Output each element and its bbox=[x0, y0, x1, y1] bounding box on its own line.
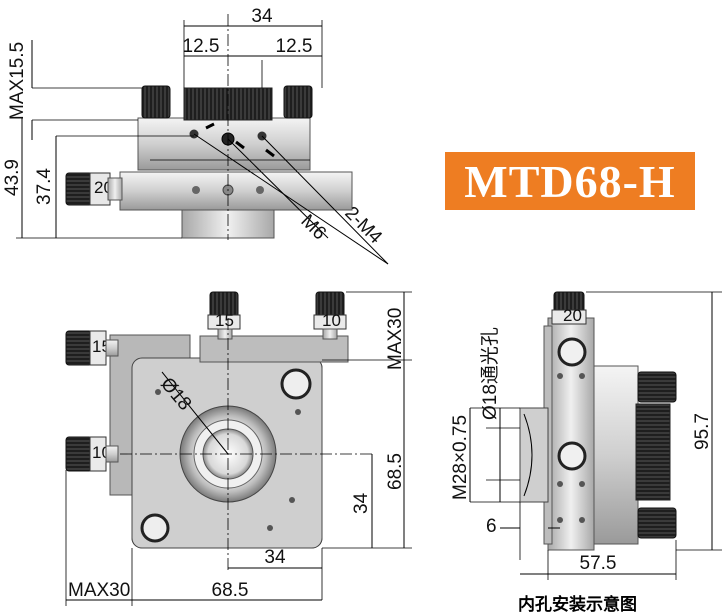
side-through-hole: Ø18通光孔 bbox=[479, 327, 501, 420]
dim-height-center: 34 bbox=[351, 492, 372, 514]
dim-max-top: MAX30 bbox=[385, 308, 406, 370]
product-title: MTD68-H bbox=[464, 155, 676, 207]
dim-max-height: MAX15.5 bbox=[7, 42, 28, 120]
dim-width-total-front: 68.5 bbox=[212, 580, 249, 601]
top-view-knob-left bbox=[141, 85, 171, 119]
side-view-lens-mount bbox=[519, 407, 549, 503]
dim-max-left: MAX30 bbox=[68, 580, 130, 601]
side-view: 20 Ø18通光孔 M28×0.75 6 57.5 bbox=[450, 291, 722, 580]
front-knob-left-top bbox=[65, 330, 93, 366]
dim-height-axis: 37.4 bbox=[34, 168, 55, 205]
front-view-boss bbox=[140, 513, 170, 543]
dim-right-offset: 12.5 bbox=[276, 36, 313, 57]
side-depth: 6 bbox=[486, 516, 497, 537]
side-view-hole bbox=[557, 337, 587, 367]
front-view-boss bbox=[280, 368, 312, 400]
leader-m4 bbox=[193, 133, 389, 265]
dim-height-total: 43.9 bbox=[2, 159, 23, 196]
thread-center-label: M6 bbox=[296, 211, 330, 245]
side-view-knob-label: 20 bbox=[563, 306, 582, 325]
dim-left-offset: 12.5 bbox=[183, 36, 220, 57]
side-thread: M28×0.75 bbox=[450, 415, 471, 500]
top-view-side-collar bbox=[107, 177, 123, 201]
side-view-ring bbox=[635, 403, 671, 501]
top-view-knob-right bbox=[283, 85, 313, 119]
dim-height-total-front: 68.5 bbox=[385, 453, 406, 490]
side-width: 57.5 bbox=[580, 553, 617, 574]
side-view-knob-upper bbox=[637, 371, 677, 403]
side-height: 95.7 bbox=[692, 413, 713, 450]
thread-side-label: 2-M4 bbox=[340, 203, 386, 249]
side-view-caption: 内孔安装示意图 bbox=[518, 595, 637, 615]
front-knob-label: 10 bbox=[322, 311, 341, 330]
front-knob-label: 15 bbox=[215, 311, 234, 330]
front-view-top-bracket bbox=[199, 335, 349, 363]
leader-aperture bbox=[161, 371, 229, 455]
top-view-screw bbox=[192, 186, 200, 194]
product-title-badge: MTD68-H bbox=[445, 152, 695, 210]
front-knob-left-bottom bbox=[65, 436, 93, 472]
leader-m6 bbox=[227, 138, 329, 239]
side-view-plate bbox=[593, 365, 639, 545]
dim-width-total: 34 bbox=[251, 6, 273, 27]
side-view-knob-lower bbox=[637, 507, 677, 539]
top-view-screw bbox=[256, 186, 264, 194]
side-view-knob-scale bbox=[551, 309, 587, 325]
front-view: 15 10 15 10 Ø18 MAX30 bbox=[65, 291, 412, 606]
top-view-base bbox=[119, 171, 353, 211]
top-view: 20 34 12.5 12.5 MAX15.5 43. bbox=[2, 6, 389, 265]
side-view-hole bbox=[557, 441, 587, 471]
dim-width-center: 34 bbox=[264, 547, 286, 568]
